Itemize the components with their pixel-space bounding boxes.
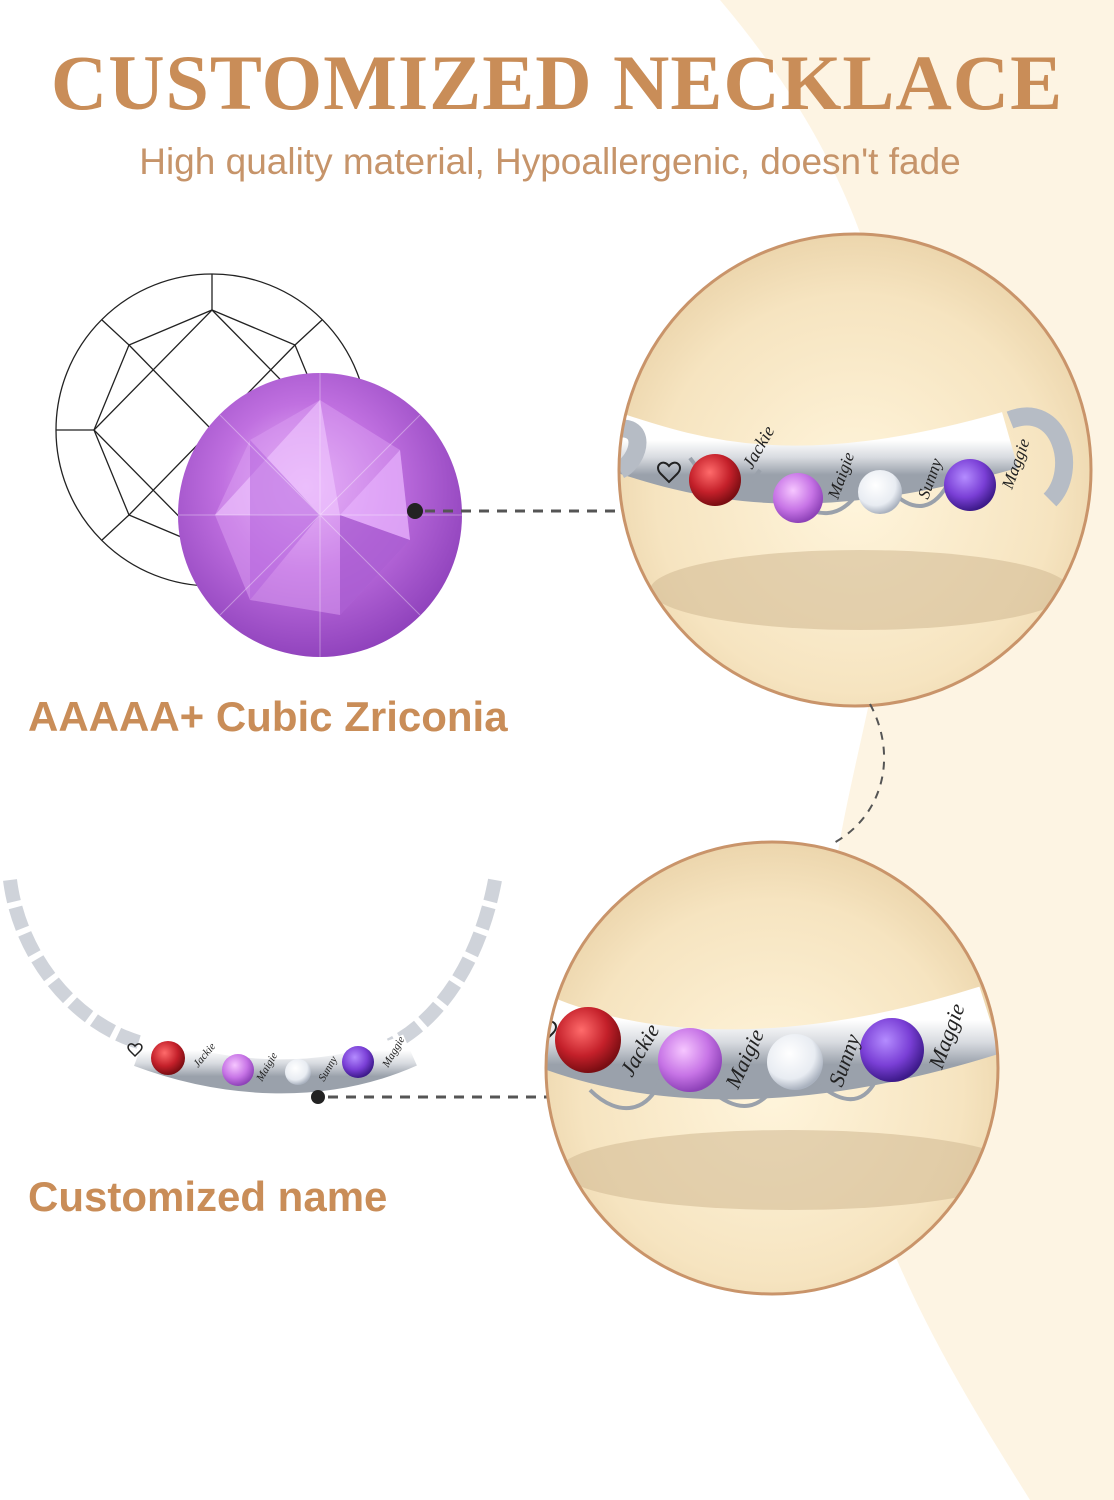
connector-circles [829, 703, 885, 846]
zoom-circle-bottom: Jackie Maigie Sunny Maggie [544, 840, 1000, 1296]
page-subtitle: High quality material, Hypoallergenic, d… [139, 141, 961, 182]
zoom-circle-top: Jackie Maigie Sunny Maggie [617, 232, 1093, 708]
connector-dot-icon [311, 1090, 325, 1104]
necklace-image: Jackie Maigie Sunny Maggie [3, 878, 502, 1094]
purple-gem-image [178, 373, 462, 657]
connector-dot-icon [407, 503, 423, 519]
connector-stone [407, 503, 622, 519]
name-feature-label: Customized name [28, 1173, 388, 1220]
page-title: CUSTOMIZED NECKLACE [50, 39, 1064, 126]
heart-icon [657, 461, 681, 484]
stone-feature-label: AAAAA+ Cubic Zriconia [28, 693, 508, 740]
